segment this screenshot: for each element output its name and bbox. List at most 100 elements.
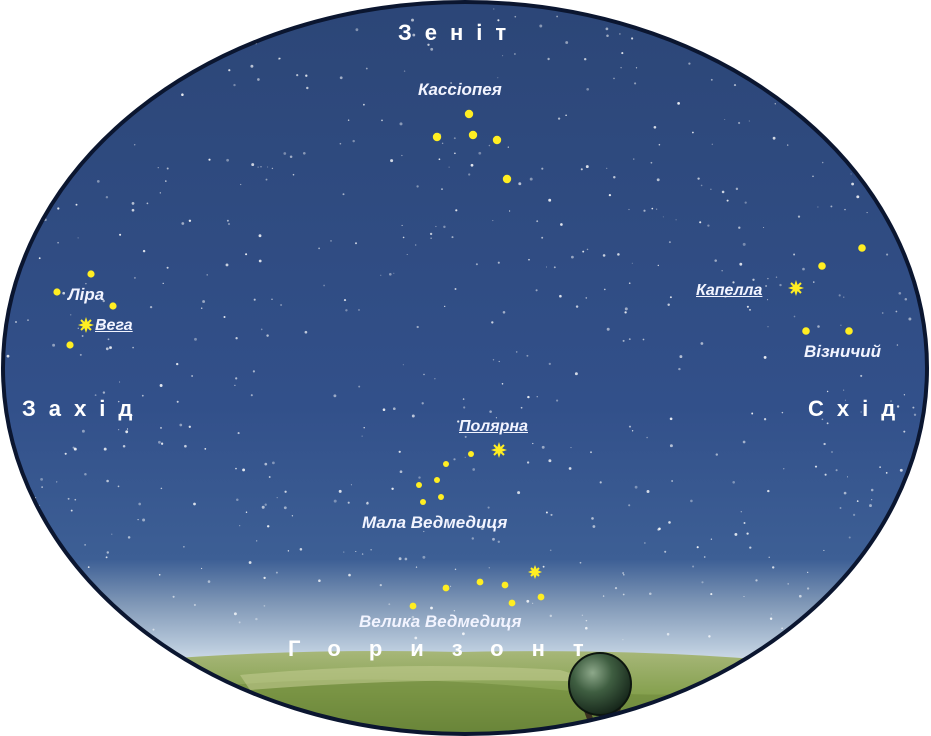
background-star [248, 561, 252, 564]
background-star [651, 207, 654, 210]
background-star [514, 15, 517, 18]
background-star [579, 561, 582, 564]
background-star [403, 70, 406, 72]
background-star [536, 396, 538, 398]
background-star [207, 580, 211, 583]
background-star [427, 43, 430, 46]
background-star [53, 562, 55, 564]
background-star [107, 338, 110, 341]
background-star [856, 500, 859, 502]
background-star [623, 574, 625, 576]
background-star [842, 98, 845, 102]
background-star [453, 610, 456, 612]
background-star [19, 72, 21, 74]
background-star [330, 240, 332, 242]
background-star [669, 296, 672, 299]
background-star [169, 47, 172, 49]
background-star [583, 57, 587, 61]
background-star [251, 163, 255, 167]
background-star [464, 435, 467, 438]
background-star [339, 142, 342, 145]
background-star [784, 35, 787, 37]
background-star [885, 472, 888, 474]
background-star [22, 549, 26, 553]
zenith-label: Зеніт [398, 20, 520, 45]
background-star [831, 451, 833, 453]
background-star [411, 615, 415, 619]
background-star [132, 346, 134, 349]
background-star [471, 537, 475, 540]
background-star [64, 452, 67, 455]
background-star [292, 173, 295, 176]
background-star [260, 328, 263, 331]
background-star [406, 254, 408, 255]
background-star [493, 8, 495, 10]
background-star [172, 69, 175, 72]
background-star [903, 394, 906, 396]
background-star [355, 28, 359, 32]
background-star [323, 284, 325, 287]
background-star [138, 502, 142, 506]
background-star [532, 602, 534, 604]
background-star [767, 489, 770, 493]
background-star [856, 195, 860, 199]
background-star [870, 488, 874, 492]
background-star [127, 536, 131, 539]
background-star [361, 435, 363, 437]
constellation-ursa-minor [416, 442, 507, 505]
background-star [161, 77, 164, 80]
background-star [885, 204, 887, 206]
background-star [826, 390, 829, 393]
background-star [807, 571, 809, 574]
background-star [176, 400, 179, 403]
background-star [200, 307, 203, 309]
background-star [38, 257, 41, 260]
background-star [491, 321, 494, 324]
background-star [619, 33, 621, 35]
background-star [501, 383, 504, 385]
background-star [866, 212, 868, 214]
background-star [109, 96, 113, 100]
background-star [781, 627, 783, 630]
background-star [527, 395, 530, 399]
background-star [122, 55, 126, 58]
background-star [628, 504, 631, 507]
background-star [160, 442, 164, 445]
star-icon [409, 602, 417, 610]
background-star [226, 219, 229, 222]
background-star [398, 450, 401, 453]
background-star [160, 426, 162, 429]
star-icon [468, 451, 474, 457]
background-star [226, 158, 229, 162]
constellation-cassiopeia [432, 109, 512, 184]
background-star [390, 159, 394, 163]
auriga-label: Візничий [804, 342, 882, 361]
background-star [257, 78, 260, 81]
lyra-label: Ліра [68, 285, 105, 304]
background-star [271, 167, 274, 170]
background-star [865, 604, 868, 607]
background-star [235, 467, 237, 470]
background-star [119, 233, 122, 236]
background-star [228, 69, 231, 72]
background-star [594, 9, 597, 12]
background-star [585, 165, 589, 169]
background-star [903, 430, 906, 433]
star-icon [468, 130, 478, 140]
background-star [404, 557, 408, 561]
background-star [188, 425, 191, 428]
background-star [834, 135, 838, 139]
background-star [553, 266, 556, 269]
background-star [649, 592, 652, 595]
background-star [497, 19, 500, 22]
background-star [206, 15, 210, 19]
background-star [422, 555, 426, 559]
background-star [31, 585, 33, 588]
background-star [263, 605, 266, 607]
background-star [99, 324, 103, 328]
star-icon [501, 581, 509, 589]
background-star [547, 57, 550, 61]
star-icon [818, 262, 826, 270]
background-star [920, 59, 922, 61]
star-icon [508, 599, 516, 607]
